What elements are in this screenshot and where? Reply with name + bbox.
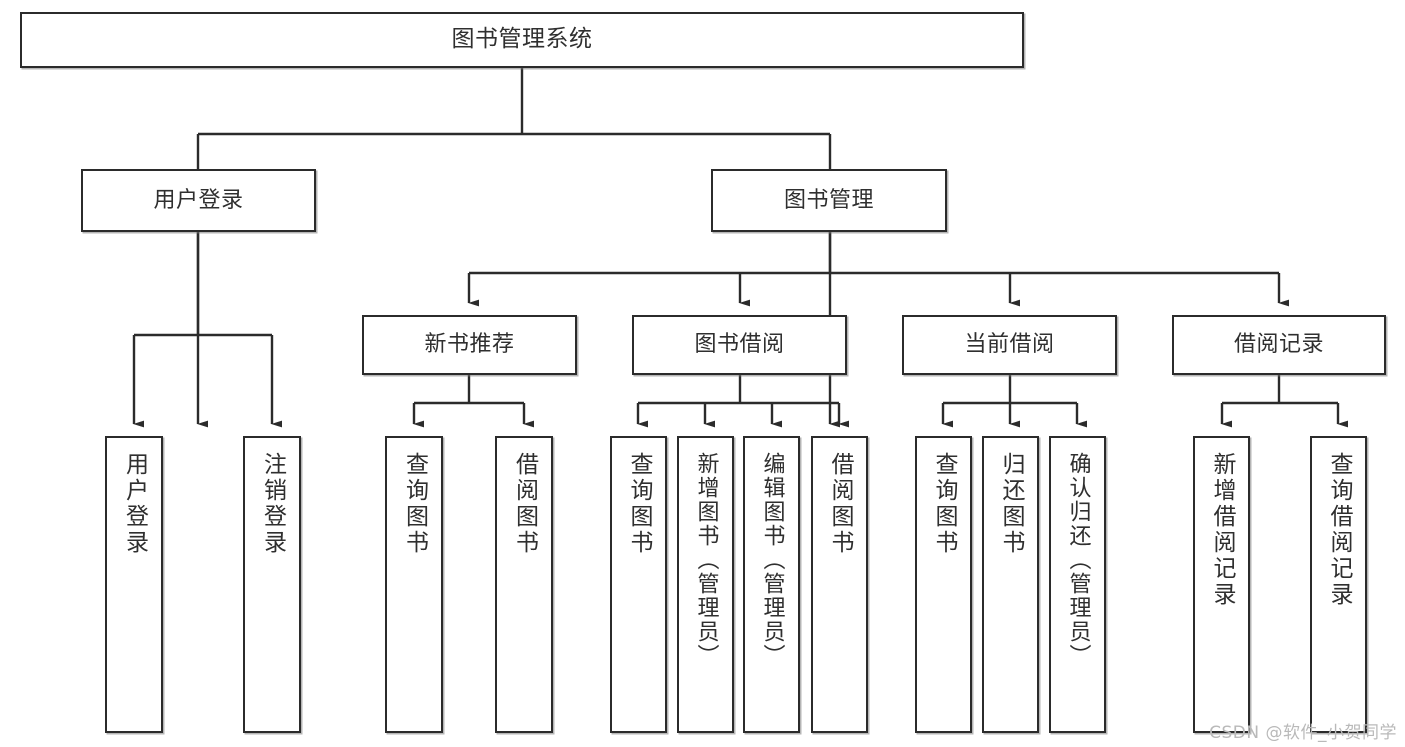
node-book-borrow[interactable]: 图书借阅: [632, 315, 847, 375]
node-label: 注销登录: [259, 452, 286, 556]
leaf-new-book-borrow-book[interactable]: 借阅图书: [495, 436, 553, 733]
node-label: 借阅记录: [1233, 332, 1324, 358]
node-user-login[interactable]: 用户登录: [81, 169, 316, 232]
node-root-book-management-system[interactable]: 图书管理系统: [20, 12, 1024, 68]
node-label: 新书推荐: [424, 332, 515, 358]
leaf-current-borrow-query-book[interactable]: 查询图书: [915, 436, 972, 733]
node-label: 用户登录: [121, 452, 148, 556]
node-label: 查询图书: [626, 452, 652, 556]
node-label: 新增图书（管理员）: [693, 452, 719, 668]
leaf-new-book-query-book[interactable]: 查询图书: [385, 436, 443, 733]
node-label: 查询借阅记录: [1326, 452, 1352, 608]
leaf-user-login-login[interactable]: 用户登录: [105, 436, 163, 733]
node-label: 图书借阅: [694, 332, 785, 358]
node-label: 查询图书: [401, 452, 428, 556]
leaf-book-borrow-borrow-book[interactable]: 借阅图书: [811, 436, 868, 733]
node-label: 新增借阅记录: [1209, 452, 1235, 608]
node-label: 编辑图书（管理员）: [759, 452, 785, 668]
node-label: 当前借阅: [964, 332, 1055, 358]
leaf-current-borrow-return-book[interactable]: 归还图书: [982, 436, 1039, 733]
node-label: 图书管理: [783, 187, 874, 213]
leaf-borrow-record-query-record[interactable]: 查询借阅记录: [1310, 436, 1367, 733]
node-label: 借阅图书: [511, 452, 538, 556]
node-label: 用户登录: [153, 187, 244, 213]
node-label: 图书管理系统: [451, 26, 593, 53]
node-new-book-recommend[interactable]: 新书推荐: [362, 315, 577, 375]
watermark-csdn: CSDN @软件_小贺同学: [1209, 723, 1397, 743]
node-label: 借阅图书: [827, 452, 853, 556]
leaf-book-borrow-add-book-admin[interactable]: 新增图书（管理员）: [677, 436, 734, 733]
leaf-current-borrow-confirm-return-admin[interactable]: 确认归还（管理员）: [1049, 436, 1106, 733]
node-book-management[interactable]: 图书管理: [711, 169, 947, 232]
node-label: 确认归还（管理员）: [1065, 452, 1091, 668]
leaf-borrow-record-add-record[interactable]: 新增借阅记录: [1193, 436, 1250, 733]
node-label: 归还图书: [998, 452, 1024, 556]
node-label: 查询图书: [931, 452, 957, 556]
leaf-user-login-logout[interactable]: 注销登录: [243, 436, 301, 733]
leaf-book-borrow-edit-book-admin[interactable]: 编辑图书（管理员）: [743, 436, 800, 733]
leaf-book-borrow-query-book[interactable]: 查询图书: [610, 436, 667, 733]
node-borrow-record[interactable]: 借阅记录: [1172, 315, 1386, 375]
node-current-borrow[interactable]: 当前借阅: [902, 315, 1117, 375]
